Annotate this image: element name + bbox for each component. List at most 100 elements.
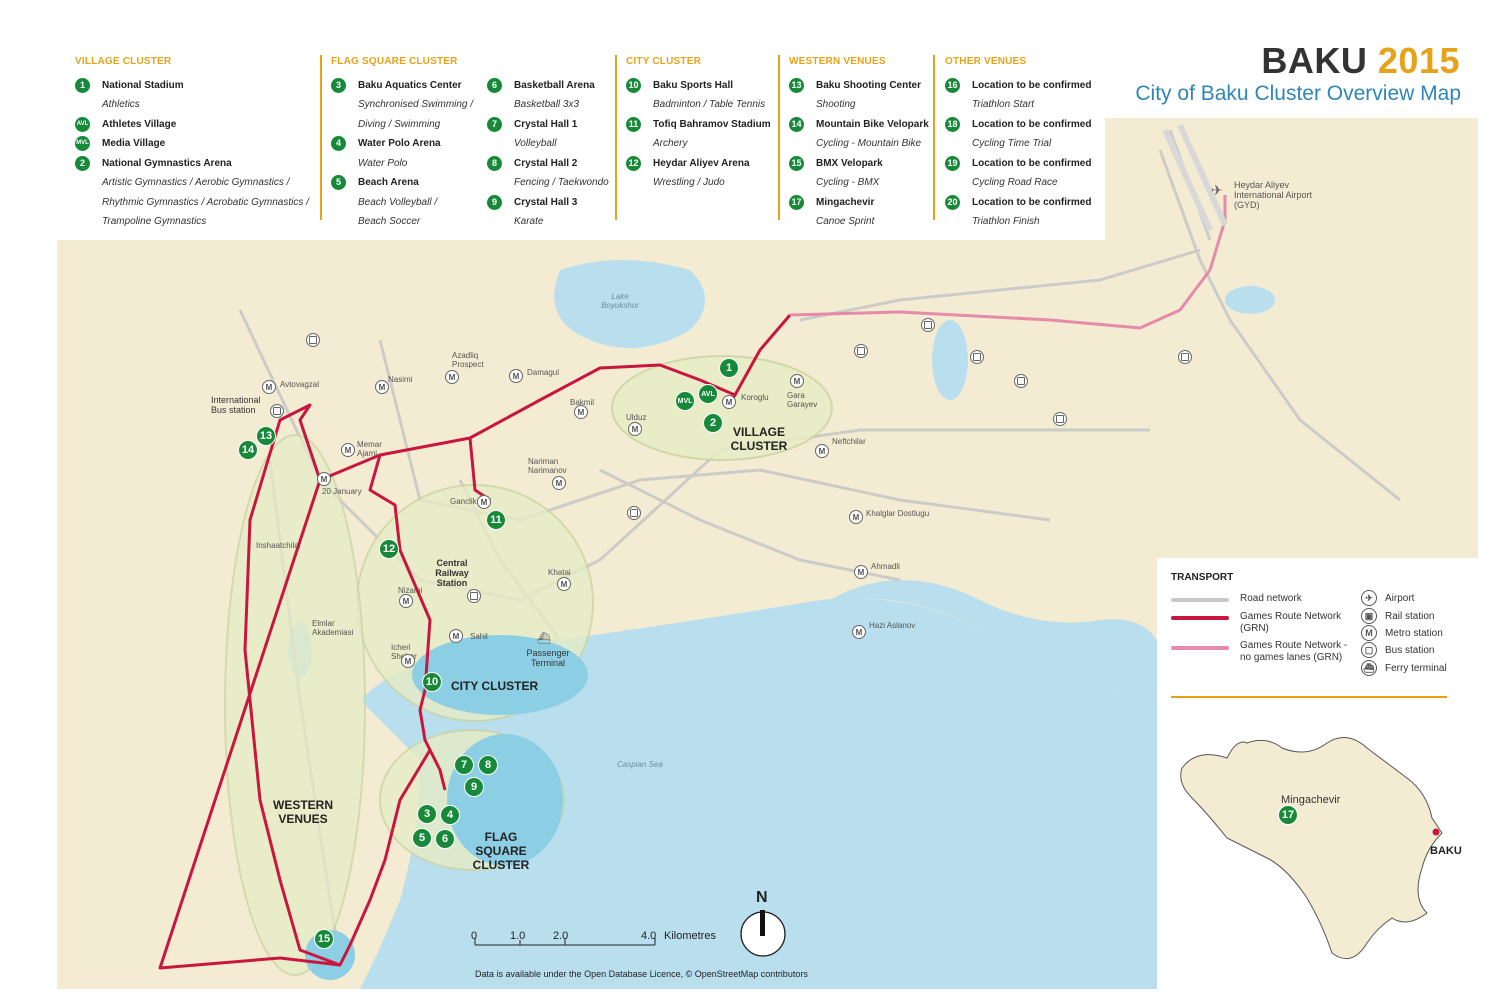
venue-pin-5[interactable]: 5 xyxy=(412,828,432,848)
legend-airport: Airport xyxy=(1385,593,1415,604)
venue-badge: 1 xyxy=(75,77,90,93)
venue-pin-9[interactable]: 9 xyxy=(464,777,484,797)
metro-icon[interactable]: M xyxy=(557,577,571,591)
label-memar-ajami: Memar Ajami xyxy=(357,440,382,458)
bus-station-icon[interactable] xyxy=(970,350,984,364)
venue-pin-7[interactable]: 7 xyxy=(454,755,474,775)
venue-pin-avl[interactable]: AVL xyxy=(698,384,718,404)
venue-sport: Cycling Road Race xyxy=(972,177,1058,188)
venue-badge: 3 xyxy=(331,77,346,93)
rail-station-icon[interactable] xyxy=(467,589,481,603)
metro-icon[interactable]: M xyxy=(401,654,415,668)
metro-icon[interactable]: M xyxy=(399,594,413,608)
metro-icon[interactable]: M xyxy=(317,472,331,486)
legend-heading: OTHER VENUES xyxy=(945,56,1027,67)
label-narimanov: Nariman Narimanov xyxy=(528,457,567,475)
metro-icon: M xyxy=(1361,625,1377,641)
venue-sport: Artistic Gymnastics / Aerobic Gymnastics… xyxy=(102,177,290,188)
venue-pin-10[interactable]: 10 xyxy=(422,672,442,692)
venue-pin-mvl[interactable]: MVL xyxy=(675,391,695,411)
metro-icon[interactable]: M xyxy=(628,422,642,436)
metro-icon[interactable]: M xyxy=(849,510,863,524)
bus-station-icon[interactable] xyxy=(627,506,641,520)
venue-sport: Badminton / Table Tennis xyxy=(653,99,766,110)
venue-name: Location to be confirmed xyxy=(972,157,1092,169)
venue-sport: Archery xyxy=(653,138,688,149)
bus-station-icon[interactable] xyxy=(1178,350,1192,364)
venue-sport: Diving / Swimming xyxy=(358,118,441,130)
venue-name: Crystal Hall 2 xyxy=(514,157,578,169)
scale-label: 1.0 xyxy=(510,930,526,942)
grn-no-lanes-swatch xyxy=(1171,646,1229,650)
venue-sport: Basketball 3x3 xyxy=(514,99,580,110)
venue-name: National Stadium xyxy=(102,79,184,91)
metro-icon[interactable]: M xyxy=(574,405,588,419)
airport-icon[interactable]: ✈ xyxy=(1211,182,1223,198)
metro-icon[interactable]: M xyxy=(509,369,523,383)
ferry-icon[interactable]: ⛴ xyxy=(537,633,551,645)
venue-badge: MVL xyxy=(75,136,90,152)
metro-icon[interactable]: M xyxy=(854,565,868,579)
venue-name: Crystal Hall 3 xyxy=(514,196,578,208)
venue-pin-17[interactable]: 17 xyxy=(1278,805,1298,825)
venue-sport: Rhythmic Gymnastics / Acrobatic Gymnasti… xyxy=(102,196,309,208)
metro-icon[interactable]: M xyxy=(445,370,459,384)
venue-name: Baku Sports Hall xyxy=(653,79,734,91)
label-ganclik: Ganclik xyxy=(450,497,477,506)
lake-east xyxy=(932,320,968,400)
metro-icon[interactable]: M xyxy=(722,395,736,409)
title-year: 2015 xyxy=(1377,40,1460,81)
legend-heading: WESTERN VENUES xyxy=(789,56,886,67)
venue-name: BMX Velopark xyxy=(816,157,883,169)
metro-icon[interactable]: M xyxy=(341,443,355,457)
legend-ferry: Ferry terminal xyxy=(1385,663,1447,674)
bus-station-icon[interactable] xyxy=(921,318,935,332)
venue-pin-14[interactable]: 14 xyxy=(238,440,258,460)
baku-dot xyxy=(1432,828,1440,836)
venue-sport: Shooting xyxy=(816,99,856,110)
venue-pin-2[interactable]: 2 xyxy=(703,413,723,433)
bus-station-icon[interactable] xyxy=(854,344,868,358)
venue-pin-13[interactable]: 13 xyxy=(256,426,276,446)
venue-pin-6[interactable]: 6 xyxy=(435,829,455,849)
metro-icon[interactable]: M xyxy=(262,380,276,394)
venue-badge: 2 xyxy=(75,155,90,171)
metro-icon[interactable]: M xyxy=(477,495,491,509)
venue-pin-11[interactable]: 11 xyxy=(486,510,506,530)
metro-icon[interactable]: M xyxy=(790,374,804,388)
azerbaijan-inset[interactable] xyxy=(1157,708,1475,988)
scale-unit: Kilometres xyxy=(664,930,716,942)
bus-station-icon[interactable] xyxy=(1014,374,1028,388)
metro-icon[interactable]: M xyxy=(375,380,389,394)
venue-name: Baku Shooting Center xyxy=(816,79,922,91)
bus-station-icon[interactable] xyxy=(306,333,320,347)
metro-icon[interactable]: M xyxy=(852,625,866,639)
scale-label: 4.0 xyxy=(641,930,657,942)
bus-station-icon[interactable] xyxy=(270,404,284,418)
venue-pin-3[interactable]: 3 xyxy=(417,804,437,824)
venue-sport: Beach Volleyball / xyxy=(358,196,438,208)
metro-icon[interactable]: M xyxy=(552,476,566,490)
venue-pin-1[interactable]: 1 xyxy=(719,358,739,378)
venue-name: Crystal Hall 1 xyxy=(514,118,578,130)
village-cluster-area xyxy=(611,355,833,461)
venue-pin-8[interactable]: 8 xyxy=(478,755,498,775)
absheron-coast xyxy=(830,580,1157,700)
label-city-cluster: CITY CLUSTER xyxy=(451,679,539,693)
label-azadliq: Azadliq Prospect xyxy=(452,351,484,369)
venue-pin-4[interactable]: 4 xyxy=(440,805,460,825)
metro-icon[interactable]: M xyxy=(815,444,829,458)
bus-station-icon[interactable] xyxy=(1053,412,1067,426)
venue-badge: 10 xyxy=(626,77,641,93)
metro-icon[interactable]: M xyxy=(449,629,463,643)
venue-pin-12[interactable]: 12 xyxy=(379,539,399,559)
venue-pin-15[interactable]: 15 xyxy=(314,929,334,949)
airport-icon: ✈ xyxy=(1361,590,1377,606)
